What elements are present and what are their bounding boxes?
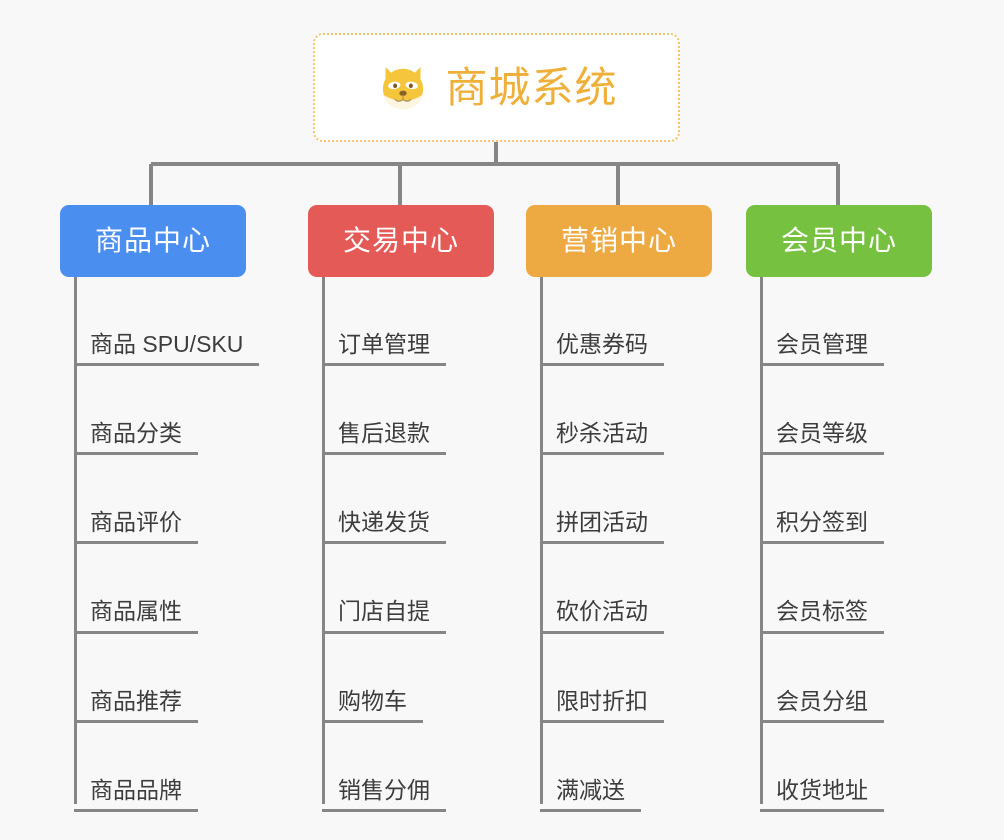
category-label: 商品中心 <box>94 225 211 256</box>
column-spine <box>760 277 763 805</box>
leaf-item[interactable]: 门店自提 <box>322 545 446 634</box>
leaf-item[interactable]: 砍价活动 <box>540 545 664 634</box>
dog-face-icon <box>383 66 424 109</box>
leaf-label: 门店自提 <box>322 599 446 634</box>
leaf-label: 会员管理 <box>760 332 884 366</box>
leaf-label: 秒杀活动 <box>540 421 664 456</box>
leaf-item[interactable]: 订单管理 <box>322 277 446 366</box>
leaf-item[interactable]: 商品推荐 <box>74 634 198 723</box>
leaf-item[interactable]: 会员标签 <box>760 545 884 634</box>
leaf-item[interactable]: 收货地址 <box>760 723 884 812</box>
leaf-item[interactable]: 商品属性 <box>74 545 198 634</box>
root-node[interactable]: 商城系统 <box>313 33 680 142</box>
leaf-label: 优惠券码 <box>540 332 664 366</box>
category-box-2[interactable]: 营销中心 <box>526 205 712 277</box>
leaf-label: 商品推荐 <box>74 689 198 723</box>
category-box-3[interactable]: 会员中心 <box>746 205 932 277</box>
leaf-item[interactable]: 商品评价 <box>74 455 198 545</box>
leaf-label: 商品分类 <box>74 421 198 456</box>
leaf-label: 收货地址 <box>760 778 884 812</box>
leaf-item[interactable]: 优惠券码 <box>540 277 664 366</box>
leaf-item[interactable]: 商品 SPU/SKU <box>74 277 260 366</box>
leaf-item[interactable]: 秒杀活动 <box>540 366 664 456</box>
leaf-label: 限时折扣 <box>540 689 664 723</box>
leaf-label: 订单管理 <box>322 332 446 366</box>
leaf-label: 砍价活动 <box>540 599 664 634</box>
leaf-item[interactable]: 会员管理 <box>760 277 884 366</box>
leaf-item[interactable]: 会员分组 <box>760 634 884 723</box>
category-label: 交易中心 <box>342 225 459 256</box>
leaf-item[interactable]: 满减送 <box>540 723 641 812</box>
leaf-label: 积分签到 <box>760 510 884 545</box>
leaf-label: 满减送 <box>540 778 641 812</box>
column-spine <box>322 277 325 805</box>
category-label: 会员中心 <box>780 225 897 256</box>
root-title: 商城系统 <box>445 63 618 111</box>
leaf-item[interactable]: 拼团活动 <box>540 455 664 545</box>
leaf-label: 商品品牌 <box>74 778 198 812</box>
column-spine <box>540 277 543 805</box>
leaf-label: 售后退款 <box>322 421 446 456</box>
leaf-item[interactable]: 售后退款 <box>322 366 446 456</box>
leaf-label: 快递发货 <box>322 510 446 545</box>
leaf-label: 会员分组 <box>760 689 884 723</box>
leaf-label: 商品属性 <box>74 599 198 634</box>
leaf-item[interactable]: 购物车 <box>322 634 423 723</box>
leaf-label: 会员标签 <box>760 599 884 634</box>
leaf-item[interactable]: 商品分类 <box>74 366 198 456</box>
leaf-label: 商品 SPU/SKU <box>74 332 260 366</box>
leaf-item[interactable]: 会员等级 <box>760 366 884 456</box>
column-spine <box>74 277 77 805</box>
category-label: 营销中心 <box>560 225 677 256</box>
leaf-item[interactable]: 销售分佣 <box>322 723 446 812</box>
category-box-1[interactable]: 交易中心 <box>308 205 494 277</box>
leaf-label: 会员等级 <box>760 421 884 456</box>
leaf-label: 商品评价 <box>74 510 198 545</box>
leaf-item[interactable]: 积分签到 <box>760 455 884 545</box>
leaf-label: 销售分佣 <box>322 778 446 812</box>
category-box-0[interactable]: 商品中心 <box>60 205 246 277</box>
leaf-label: 拼团活动 <box>540 510 664 545</box>
leaf-item[interactable]: 限时折扣 <box>540 634 664 723</box>
leaf-item[interactable]: 快递发货 <box>322 455 446 545</box>
leaf-label: 购物车 <box>322 689 423 723</box>
leaf-item[interactable]: 商品品牌 <box>74 723 198 812</box>
